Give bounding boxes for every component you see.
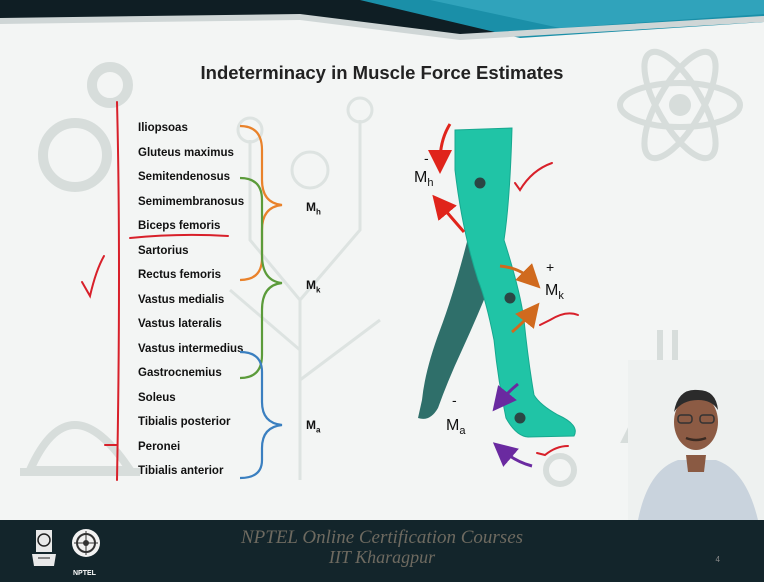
- slide: Indeterminacy in Muscle Force Estimates …: [0, 0, 764, 520]
- knee-joint: [505, 293, 516, 304]
- leg-ankle-label: Ma: [446, 418, 465, 437]
- footer-institute-line: IIT Kharagpur: [0, 547, 764, 568]
- presenter-video: [628, 360, 764, 520]
- ankle-sign: -: [452, 392, 457, 408]
- hip-joint: [475, 178, 486, 189]
- page-number: 4: [716, 555, 720, 564]
- hip-sign: -: [424, 150, 429, 166]
- leg-knee-label: Mk: [545, 283, 564, 302]
- nptel-logo-text: NPTEL: [73, 570, 96, 577]
- footer-course-line: NPTEL Online Certification Courses: [0, 527, 764, 549]
- leg-hip-label: Mh: [414, 170, 433, 189]
- ankle-joint: [515, 413, 526, 424]
- knee-sign: +: [546, 259, 554, 275]
